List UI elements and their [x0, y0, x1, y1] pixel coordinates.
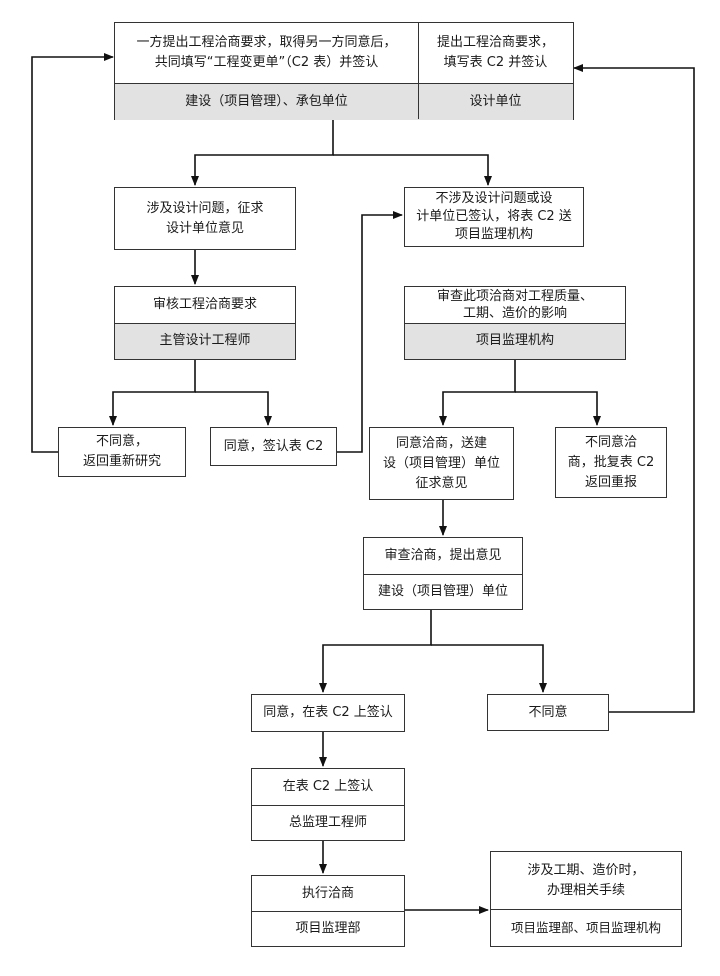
owner-review-role: 建设（项目管理）单位 — [377, 583, 508, 599]
design-issue-text: 涉及设计问题，征求 设计单位意见 — [146, 200, 264, 236]
connector-b8-b4 — [337, 211, 403, 453]
owner-review-box: 审查洽商，提出意见 建设（项目管理）单位 — [363, 537, 523, 610]
agree-sign-box: 同意，签认表 C2 — [210, 427, 337, 466]
connector-b13-loop — [573, 64, 695, 713]
supervision-review-role: 项目监理机构 — [405, 323, 625, 359]
supervision-review-text: 审查此项洽商对工程质量、 工期、造价的影响 — [436, 289, 593, 321]
procedure-box: 涉及工期、造价时， 办理相关手续 项目监理部、项目监理机构 — [490, 851, 682, 947]
designer-initiator-text: 提出工程洽商要求， 填写表 C2 并签认 — [436, 35, 554, 70]
disagree-box: 不同意 — [487, 694, 609, 731]
connector-b6-split-right — [515, 391, 601, 426]
disagree-return-text: 不同意， 返回重新研究 — [82, 434, 161, 469]
owner-review-text: 审查洽商，提出意见 — [384, 548, 502, 563]
initiator-role: 建设（项目管理）、承包单位 — [115, 83, 418, 120]
connector-b11-split — [319, 610, 432, 693]
connector-b5-split — [109, 360, 196, 426]
connector-b6-split — [439, 360, 516, 426]
execute-box: 执行洽商 项目监理部 — [251, 875, 405, 947]
disagree-return-box: 不同意， 返回重新研究 — [58, 427, 186, 477]
disagree-reply-box: 不同意洽 商，批复表 C2 返回重报 — [555, 427, 667, 498]
supervision-review-box: 审查此项洽商对工程质量、 工期、造价的影响 项目监理机构 — [404, 286, 626, 360]
chief-sign-box: 在表 C2 上签认 总监理工程师 — [251, 768, 405, 841]
disagree-text: 不同意 — [528, 704, 568, 720]
connector-b5-split-right — [195, 391, 272, 426]
connector-top-split-right — [333, 154, 492, 186]
no-design-issue-box: 不涉及设计问题或设 计单位已签认，将表 C2 送 项目监理机构 — [404, 187, 584, 247]
agree-consult-text: 同意洽商，送建 设（项目管理）单位 征求意见 — [382, 435, 500, 491]
agree-c2-sign-box: 同意，在表 C2 上签认 — [251, 694, 405, 732]
initiator-text: 一方提出工程洽商要求，取得另一方同意后， 共同填写“工程变更单”（C2 表）并签… — [136, 35, 397, 70]
design-issue-box: 涉及设计问题，征求 设计单位意见 — [114, 187, 296, 250]
designer-role: 设计单位 — [418, 83, 573, 120]
execute-text: 执行洽商 — [301, 885, 354, 901]
connector-b7-loop — [31, 53, 114, 453]
execute-role: 项目监理部 — [295, 920, 361, 936]
chief-sign-text: 在表 C2 上签认 — [282, 779, 374, 794]
design-review-role: 主管设计工程师 — [115, 323, 295, 359]
agree-sign-text: 同意，签认表 C2 — [223, 438, 324, 454]
design-review-text: 审核工程洽商要求 — [152, 297, 257, 312]
initiator-box: 一方提出工程洽商要求，取得另一方同意后， 共同填写“工程变更单”（C2 表）并签… — [114, 22, 574, 120]
agree-consult-box: 同意洽商，送建 设（项目管理）单位 征求意见 — [369, 427, 514, 500]
procedure-role: 项目监理部、项目监理机构 — [510, 919, 661, 935]
design-review-box: 审核工程洽商要求 主管设计工程师 — [114, 286, 296, 360]
agree-c2-sign-text: 同意，在表 C2 上签认 — [263, 705, 393, 720]
disagree-reply-text: 不同意洽 商，批复表 C2 返回重报 — [567, 434, 655, 490]
chief-sign-role: 总监理工程师 — [288, 814, 367, 830]
connector-top-split — [191, 120, 334, 186]
connector-b11-split-right — [431, 644, 547, 693]
no-design-issue-text: 不涉及设计问题或设 计单位已签认，将表 C2 送 项目监理机构 — [416, 191, 572, 242]
procedure-text: 涉及工期、造价时， 办理相关手续 — [527, 862, 645, 898]
